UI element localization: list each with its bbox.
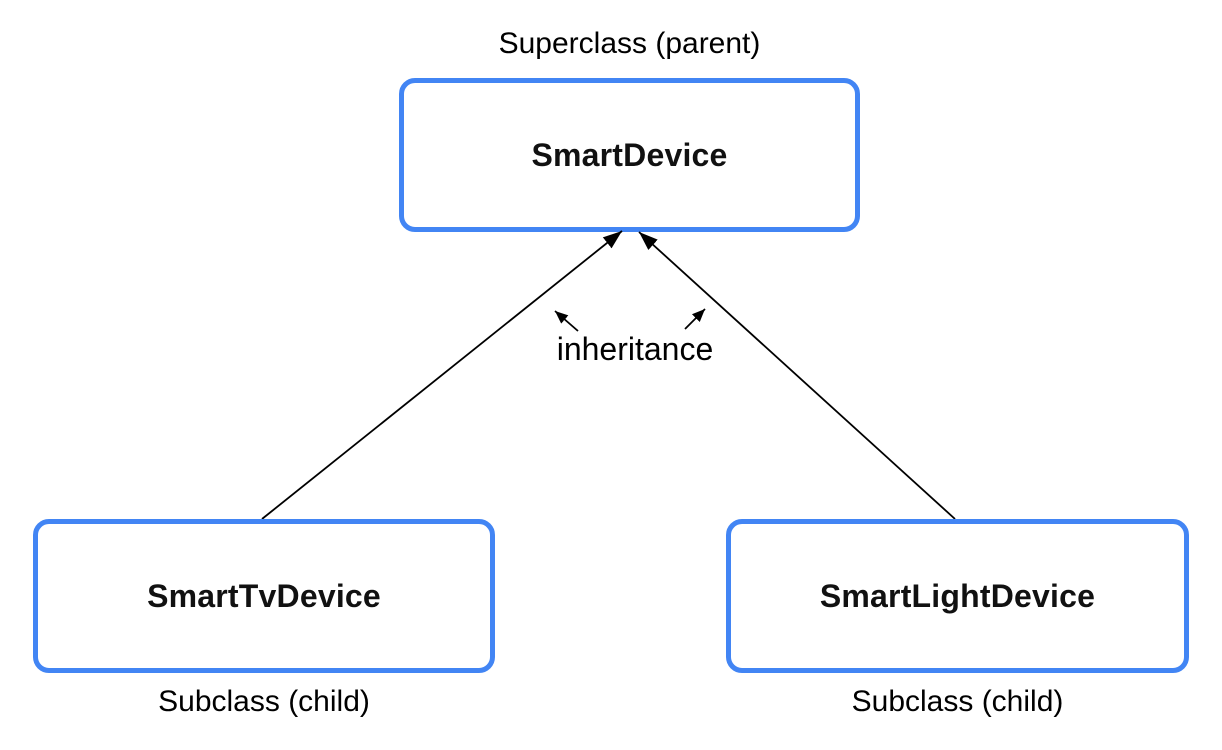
inheritance-pointer-left-icon — [554, 310, 579, 332]
edge-smarttvdevice-to-smartdevice — [261, 230, 623, 520]
class-name-smartlightdevice: SmartLightDevice — [819, 577, 1096, 614]
inheritance-annotation: inheritance — [556, 331, 714, 367]
class-name-smartdevice: SmartDevice — [531, 136, 728, 173]
subclass-caption-left: Subclass (child) — [158, 685, 370, 718]
superclass-caption: Superclass (parent) — [498, 27, 761, 60]
edge-smartlightdevice-to-smartdevice — [638, 231, 956, 520]
class-box-smartdevice: SmartDevice — [399, 78, 860, 232]
inheritance-pointer-right-icon — [684, 308, 706, 330]
class-box-smarttvdevice: SmartTvDevice — [33, 519, 495, 673]
class-box-smartlightdevice: SmartLightDevice — [726, 519, 1189, 673]
class-name-smarttvdevice: SmartTvDevice — [147, 577, 381, 614]
subclass-caption-right: Subclass (child) — [851, 685, 1064, 718]
